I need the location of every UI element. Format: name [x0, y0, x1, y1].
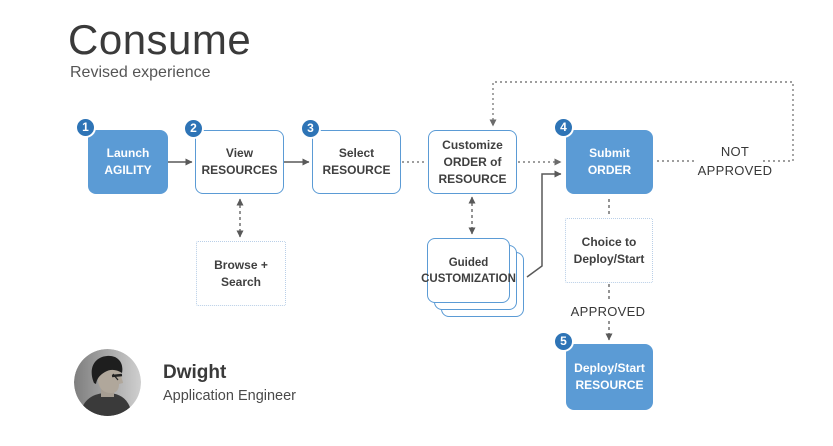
presenter-text: Dwight Application Engineer	[163, 362, 296, 404]
presenter-role: Application Engineer	[163, 387, 297, 404]
node-label: Search	[220, 274, 262, 289]
node-guided-customization-stack: Guided CUSTOMIZATION	[421, 238, 524, 317]
node-label: View	[225, 146, 254, 160]
node-label: RESOURCES	[201, 163, 278, 177]
node-choice-deploy-start: Choice to Deploy/Start	[565, 218, 653, 283]
node-label: Submit	[589, 146, 630, 160]
node-label: Choice to	[581, 234, 637, 249]
node-label: ORDER of	[443, 154, 502, 169]
node-label: Launch	[106, 146, 150, 160]
step-badge-1: 1	[75, 117, 96, 138]
node-label: RESOURCE	[438, 171, 507, 186]
page-subtitle: Revised experience	[70, 64, 211, 81]
arrow-guided-to-submit	[526, 170, 562, 278]
node-label: Browse +	[214, 257, 268, 272]
avatar	[74, 349, 141, 416]
step-badge-3: 3	[300, 118, 321, 139]
node-label: Deploy/Start	[574, 361, 645, 375]
page-title: Consume	[68, 16, 252, 63]
step-badge-2: 2	[183, 118, 204, 139]
node-view-resources: 2 View RESOURCES	[183, 118, 284, 194]
node-label: Deploy/Start	[573, 251, 645, 266]
step-badge-4: 4	[553, 117, 574, 138]
presenter-name: Dwight	[163, 361, 227, 383]
node-submit-order: 4 Submit ORDER	[553, 117, 653, 194]
label-line: NOT	[720, 144, 750, 159]
step-badge-5: 5	[553, 331, 574, 352]
node-customize-order: Customize ORDER of RESOURCE	[428, 130, 517, 194]
avatar-photo-illustration	[74, 349, 141, 416]
node-label: RESOURCE	[322, 163, 391, 177]
node-label: Select	[338, 146, 375, 160]
node-label: Guided	[448, 256, 489, 269]
node-label: Customize	[442, 137, 503, 152]
node-select-resource: 3 Select RESOURCE	[300, 118, 401, 194]
node-label: ORDER	[587, 163, 632, 177]
label-line: APPROVED	[697, 163, 773, 178]
node-guided-customization: Guided CUSTOMIZATION	[421, 238, 516, 303]
node-label: CUSTOMIZATION	[421, 272, 516, 285]
label-approved: APPROVED	[570, 304, 646, 319]
node-launch-agility: 1 Launch AGILITY	[75, 117, 168, 194]
node-label: RESOURCE	[575, 378, 644, 392]
label-not-approved: NOT APPROVED	[695, 142, 775, 180]
node-deploy-start-resource: 5 Deploy/Start RESOURCE	[553, 331, 653, 410]
node-label: AGILITY	[104, 163, 152, 177]
presenter-profile: Dwight Application Engineer	[74, 349, 296, 416]
node-browse-search: Browse + Search	[196, 241, 286, 306]
